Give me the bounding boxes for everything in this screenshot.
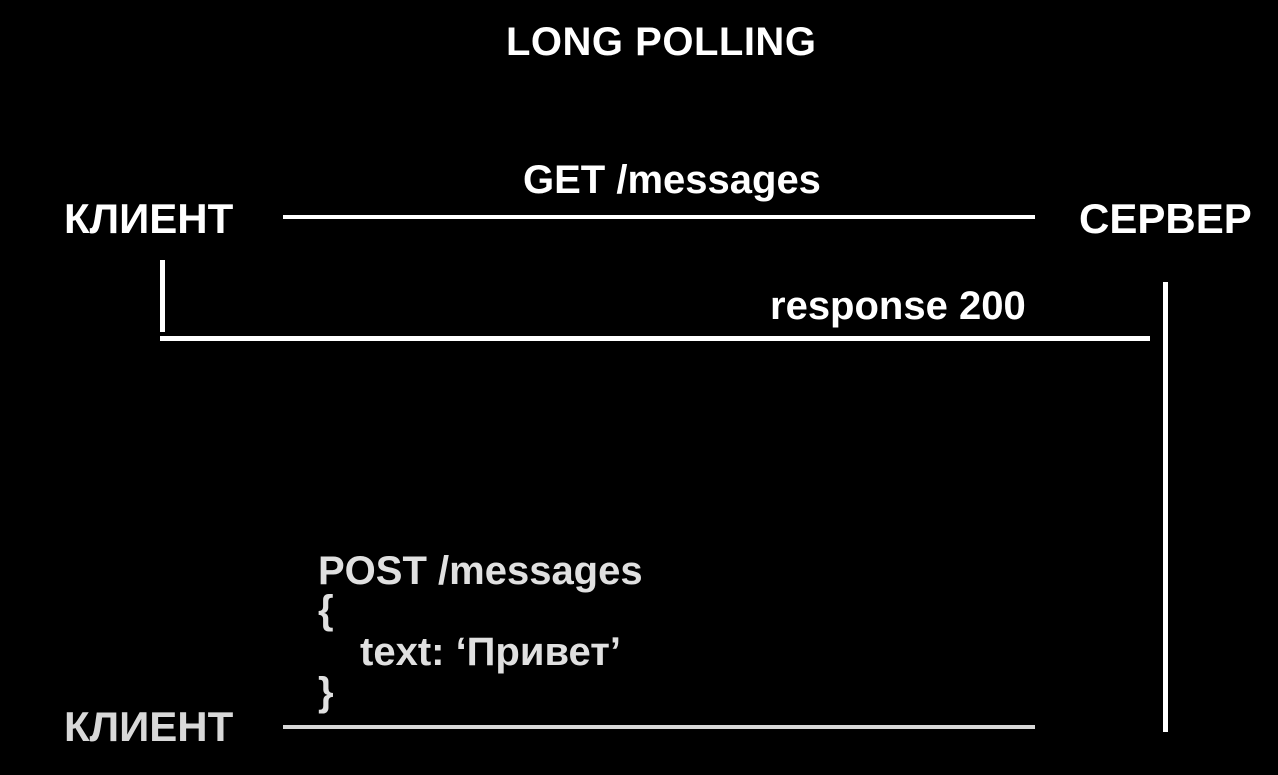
response-label: response 200 bbox=[770, 284, 1026, 328]
get-request-arrow bbox=[283, 215, 1035, 219]
post-body-close-brace: } bbox=[318, 670, 334, 714]
client-label: КЛИЕНТ bbox=[64, 195, 234, 242]
get-request-label: GET /messages bbox=[523, 158, 821, 202]
post-request-label: POST /messages bbox=[318, 549, 643, 593]
post-body-text: text: ‘Привет’ bbox=[360, 630, 621, 674]
client-lifeline bbox=[160, 260, 165, 332]
post-body-open-brace: { bbox=[318, 588, 334, 632]
post-request-arrow bbox=[283, 725, 1035, 729]
response-arrow bbox=[160, 336, 1150, 341]
diagram-title: LONG POLLING bbox=[506, 20, 817, 64]
server-lifeline bbox=[1163, 282, 1168, 732]
client-label-bottom: КЛИЕНТ bbox=[64, 703, 234, 750]
server-label: СЕРВЕР bbox=[1079, 195, 1252, 242]
